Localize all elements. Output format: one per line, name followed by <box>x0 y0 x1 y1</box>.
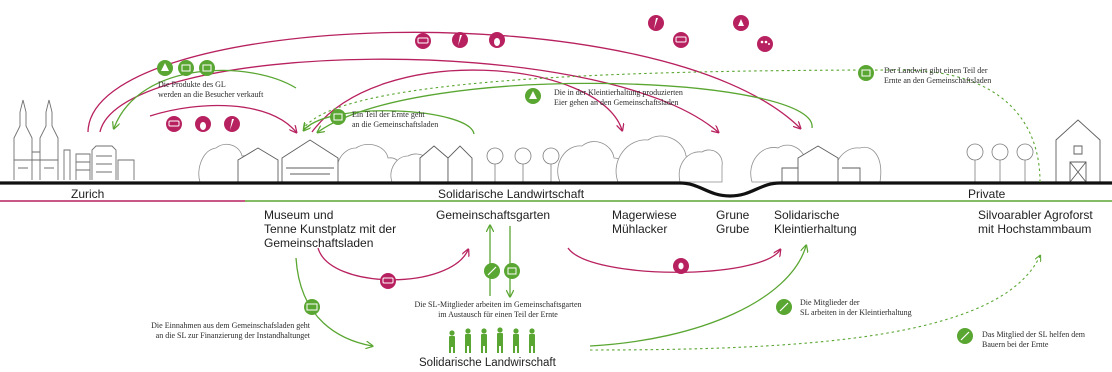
hen-icon <box>157 60 173 76</box>
ground-line <box>0 181 1112 198</box>
bread-icon <box>380 273 396 289</box>
area-solidarische-landwirtschaft: Solidarische Landwirtschaft <box>438 187 585 201</box>
flow-kleintier-museum <box>318 82 813 132</box>
carrot-icon <box>452 32 468 48</box>
bread-icon <box>673 32 689 48</box>
place-grune-grube: Grune Grube <box>716 208 750 236</box>
person-icon <box>465 328 471 353</box>
person-icon <box>449 330 455 353</box>
note-einnahmen: Die Einnahmen aus dem Gemeinschafsladen … <box>151 321 310 340</box>
vegetables-icon <box>330 109 346 125</box>
bread-icon <box>166 116 182 132</box>
flow-zurich-museum <box>149 104 296 132</box>
place-kleintierhaltung: Solidarische Kleintierhaltung <box>774 208 857 236</box>
note-produkte: Die Produkte des GL werden an die Besuch… <box>158 80 264 99</box>
bread-icon <box>415 33 431 49</box>
bottom-title: Solidarische Landwirschaft <box>419 357 556 369</box>
members-group <box>449 327 535 353</box>
place-agroforst: Silvoarabler Agroforst mit Hochstammbaum <box>978 208 1093 236</box>
hedge-trees <box>198 135 882 183</box>
place-magerwiese: Magerwiese Mühlacker <box>612 208 677 236</box>
buildings <box>237 119 1101 183</box>
hen-icon <box>525 88 541 104</box>
gardening-tool-icon <box>776 299 792 315</box>
flow-private-museum <box>304 69 1041 183</box>
place-museum: Museum und Tenne Kunstplatz mit der Geme… <box>264 208 397 250</box>
person-icon <box>497 327 503 353</box>
flow-sl-private <box>589 256 1040 351</box>
zurich-skyline <box>13 99 135 180</box>
family-icon <box>757 36 773 52</box>
person-icon <box>513 328 519 353</box>
note-ernte-teil: Ein Teil der Ernte geht an die Gemeinsch… <box>352 110 439 129</box>
note-eier: Die in der Kleintierhaltung produzierten… <box>554 88 683 107</box>
person-icon <box>481 328 487 353</box>
flow-magerwiese-kleintier <box>567 248 780 273</box>
flow-museum-magerwiese <box>311 69 622 132</box>
person-icon <box>529 328 535 353</box>
vegetables-icon <box>858 65 874 81</box>
chicken-icon <box>733 15 749 31</box>
place-gemeinschaftsgarten: Gemeinschaftsgarten <box>436 208 551 222</box>
carrot-icon <box>648 15 664 31</box>
area-zurich: Zurich <box>71 187 105 201</box>
money-icon <box>304 299 320 315</box>
vegetables-icon <box>504 263 520 279</box>
note-mitglied-bauern: Das Mitglied der SL helfen dem Bauern be… <box>982 330 1086 349</box>
vegetables-icon <box>178 60 194 76</box>
flow-garten-museum <box>304 110 475 135</box>
vegetables-icon <box>199 60 215 76</box>
flow-museum-zurich <box>114 69 297 128</box>
note-landwirt: Der Landwirt gibt einen Teil der Ernte a… <box>884 66 992 85</box>
flow-sl-kleintier <box>589 246 806 347</box>
area-private: Private <box>968 187 1006 201</box>
carrot-icon <box>224 116 240 132</box>
flow-museum-sl <box>295 257 372 346</box>
gardening-tool-icon <box>484 263 500 279</box>
orchard-trees <box>486 143 1034 182</box>
pear-icon <box>195 116 211 132</box>
egg-icon <box>673 258 689 274</box>
flow-zurich-kleintier <box>87 31 800 133</box>
pear-icon <box>489 32 505 48</box>
note-mitglieder-garten: Die SL-Mitglieder arbeiten im Gemeinscha… <box>414 300 582 319</box>
gardening-tool-icon <box>957 328 973 344</box>
note-mitglieder-kleintier: Die Mitglieder der SL arbeiten in der Kl… <box>800 298 912 317</box>
